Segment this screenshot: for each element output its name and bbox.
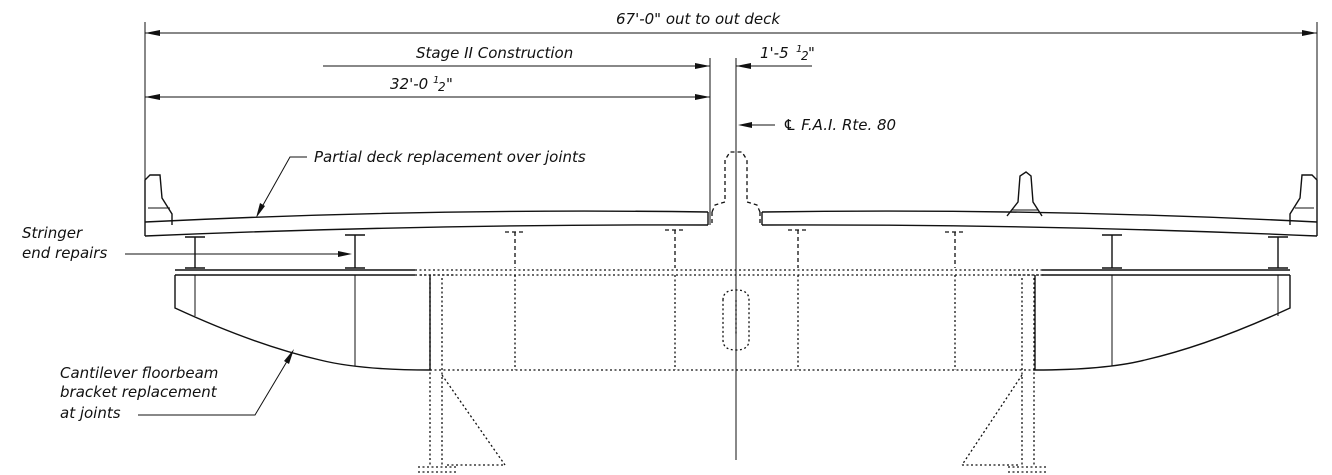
barrier-left bbox=[144, 174, 173, 225]
girder-left bbox=[418, 274, 506, 473]
floorbeam-top-flange bbox=[175, 269, 1290, 276]
svg-text:": " bbox=[808, 44, 815, 62]
stringer-note-line-1: Stringer bbox=[22, 224, 83, 242]
bracket-note-callout: Cantilever floorbeam bracket replacement… bbox=[60, 349, 294, 422]
existing-stringers bbox=[505, 229, 965, 268]
half-width-label: 32'-0 1 2 " bbox=[390, 75, 453, 94]
deck-slab bbox=[144, 210, 1318, 237]
offset-dimension-label: 1'-5 1 2 " bbox=[760, 44, 815, 63]
barrier-right bbox=[1289, 174, 1318, 225]
svg-text:1'-5: 1'-5 bbox=[760, 44, 789, 62]
svg-text:1: 1 bbox=[796, 44, 802, 55]
stringers bbox=[185, 234, 1288, 269]
half-width-dimension: 32'-0 1 2 " bbox=[145, 75, 710, 100]
girder-right bbox=[961, 274, 1046, 473]
deck-note-callout: Partial deck replacement over joints bbox=[256, 148, 586, 218]
bracket-note-line-1: Cantilever floorbeam bbox=[60, 364, 218, 382]
barrier-median bbox=[1006, 171, 1043, 217]
centerline-label: ℄ F.A.I. Rte. 80 bbox=[783, 116, 896, 134]
stringer-note-callout: Stringer end repairs bbox=[22, 224, 352, 262]
bracket-note-line-3: at joints bbox=[60, 404, 121, 422]
bracket-note-line-2: bracket replacement bbox=[60, 383, 218, 401]
svg-text:2: 2 bbox=[801, 49, 809, 63]
svg-text:32'-0: 32'-0 bbox=[390, 75, 428, 93]
stage-two-label: Stage II Construction bbox=[416, 44, 573, 62]
svg-text:": " bbox=[446, 75, 453, 93]
centerline-callout: ℄ F.A.I. Rte. 80 bbox=[738, 116, 896, 134]
stringer-note-line-2: end repairs bbox=[22, 244, 107, 262]
overall-width-dimension: 67'-0" out to out deck bbox=[144, 10, 1318, 180]
bracket-right bbox=[1034, 275, 1291, 371]
bracket-left bbox=[174, 275, 431, 371]
svg-text:1: 1 bbox=[433, 75, 439, 86]
deck-note-label: Partial deck replacement over joints bbox=[314, 148, 586, 166]
overall-width-label: 67'-0" out to out deck bbox=[616, 10, 781, 28]
svg-text:2: 2 bbox=[438, 80, 446, 94]
stage-two-dimension: Stage II Construction 1'-5 1 2 " bbox=[323, 44, 815, 460]
barrier-existing-center bbox=[711, 151, 761, 225]
existing-floorbeam bbox=[430, 275, 1035, 371]
